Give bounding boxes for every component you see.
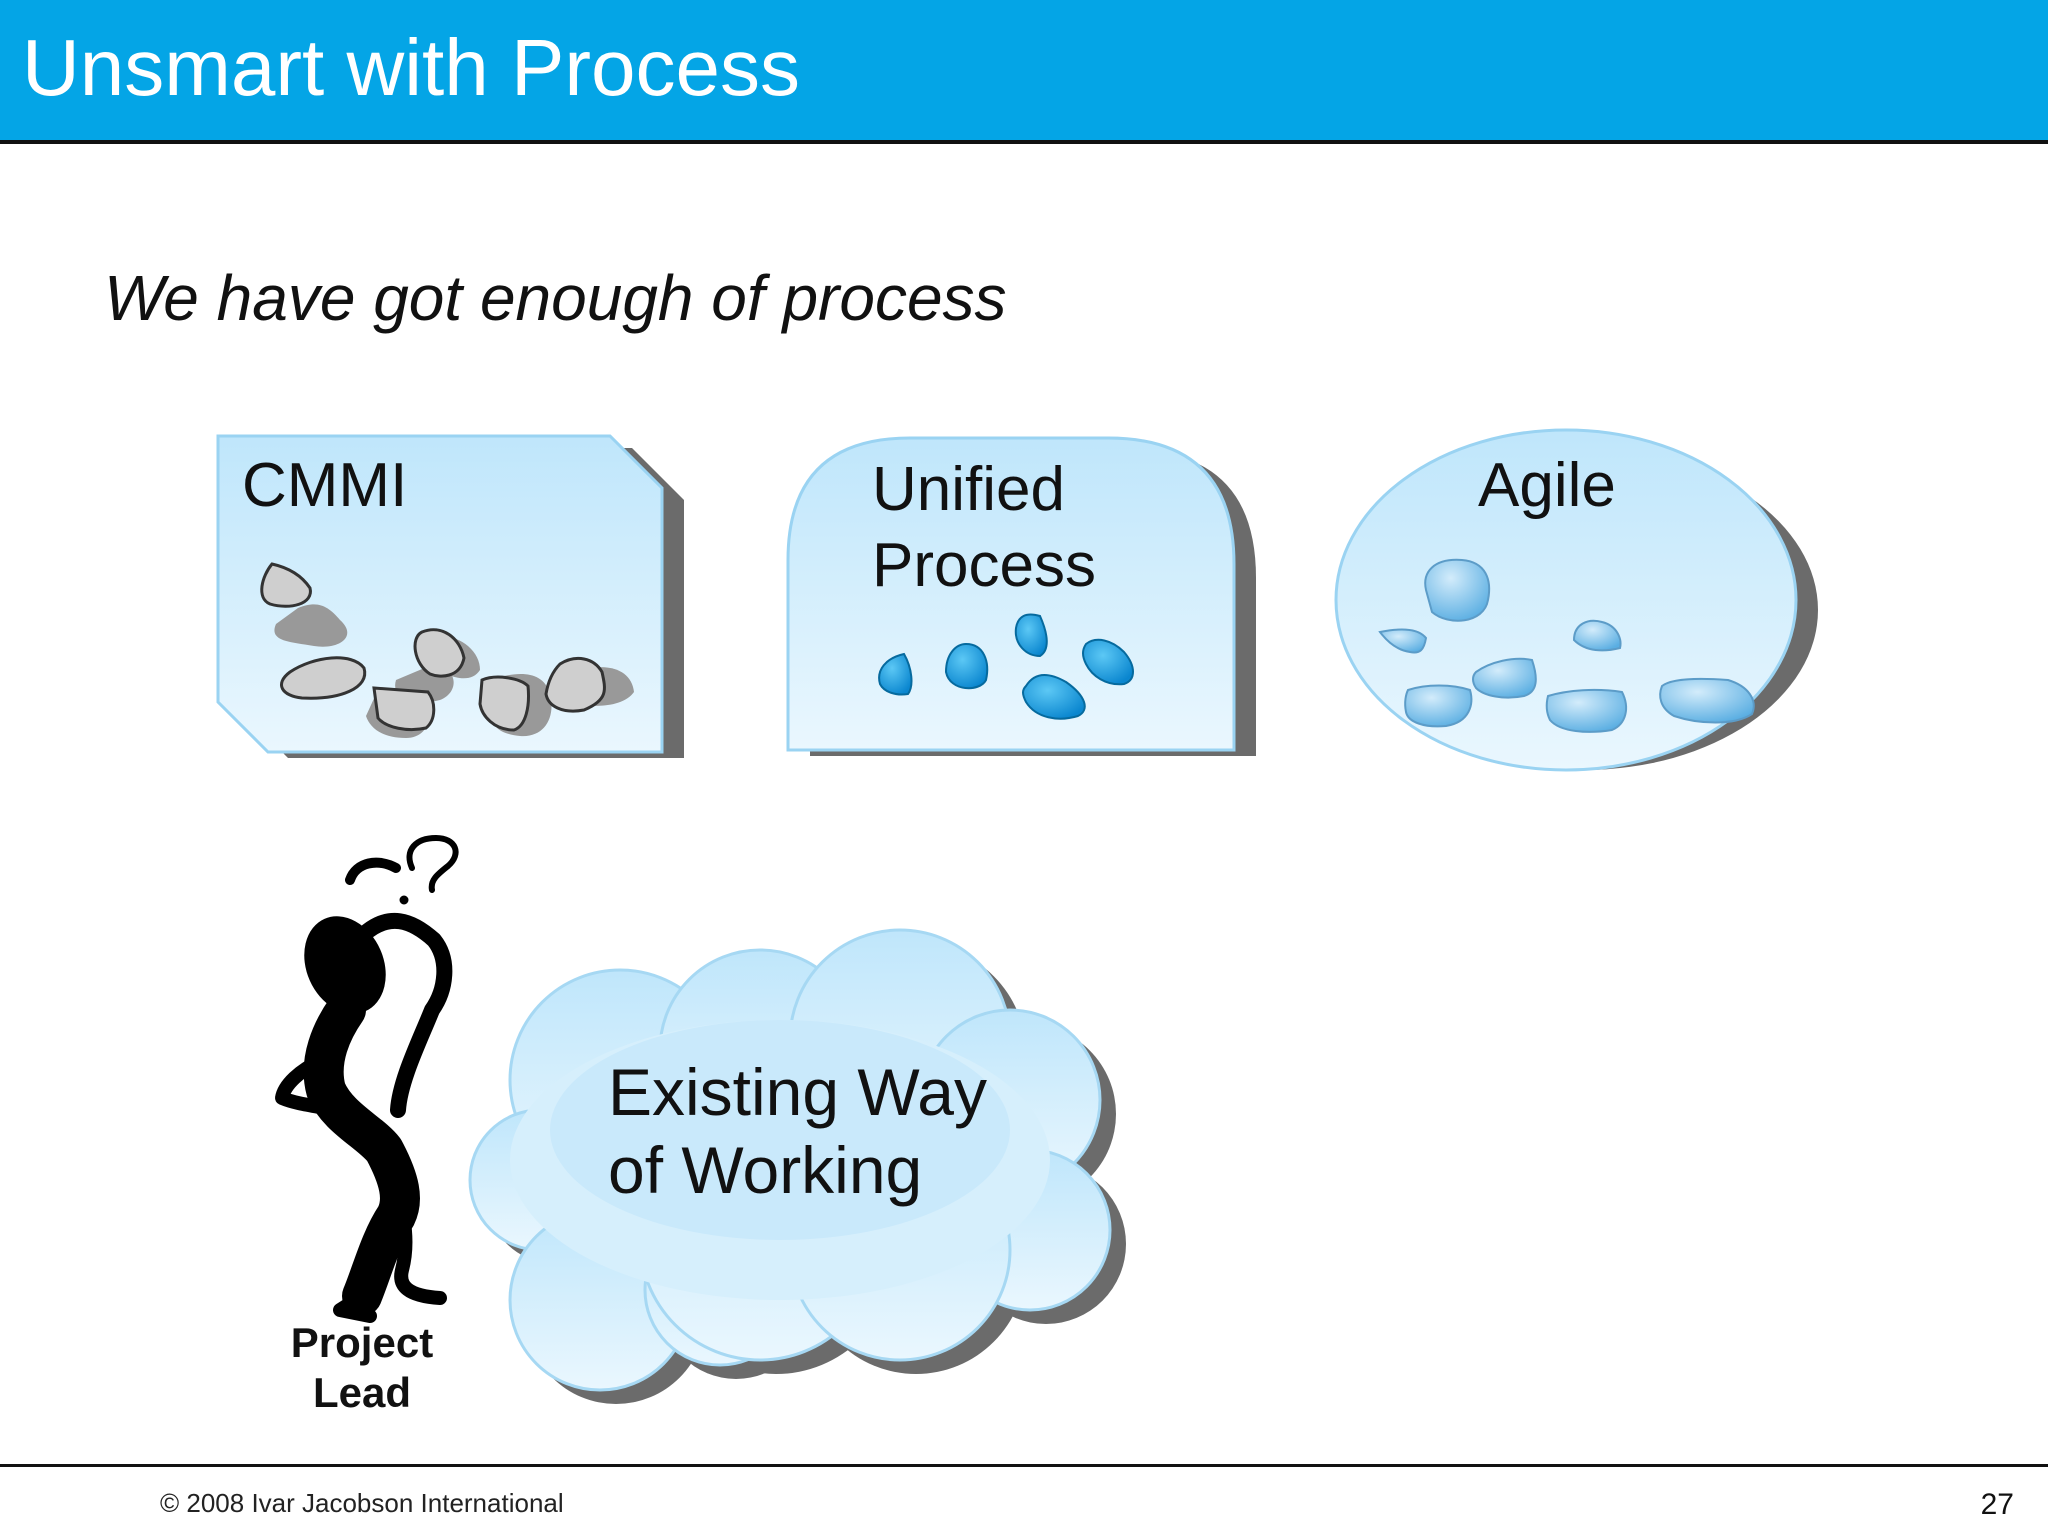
cmmi-pieces	[260, 562, 634, 738]
footer-divider	[0, 1464, 2048, 1467]
page-number: 27	[1980, 1488, 2014, 1521]
agile-label: Agile	[1478, 451, 1616, 520]
unified-process-box	[786, 436, 1256, 756]
cloud-label-line-2: of Working	[608, 1133, 923, 1207]
cmmi-label: CMMI	[242, 451, 408, 520]
project-lead-label-line-2: Lead	[312, 1369, 412, 1416]
unified-process-label-line-1: Unified	[872, 455, 1065, 524]
project-lead-label-line-1: Project	[290, 1319, 434, 1366]
agile-pieces	[1378, 558, 1755, 733]
project-lead-label: Project Lead	[242, 1318, 482, 1418]
cmmi-box	[216, 434, 684, 758]
title-bar: Unsmart with Process	[0, 0, 2048, 144]
unified-process-label-line-2: Process	[872, 531, 1096, 600]
cloud-label-line-1: Existing Way	[608, 1055, 987, 1129]
existing-way-cloud	[468, 928, 1126, 1404]
copyright-notice: © 2008 Ivar Jacobson International	[160, 1488, 564, 1518]
slide-title: Unsmart with Process	[22, 23, 800, 112]
project-lead-figure	[275, 835, 459, 1323]
agile-box	[1334, 428, 1818, 772]
up-pieces	[878, 613, 1134, 720]
slide-subtitle: We have got enough of process	[104, 262, 1007, 334]
